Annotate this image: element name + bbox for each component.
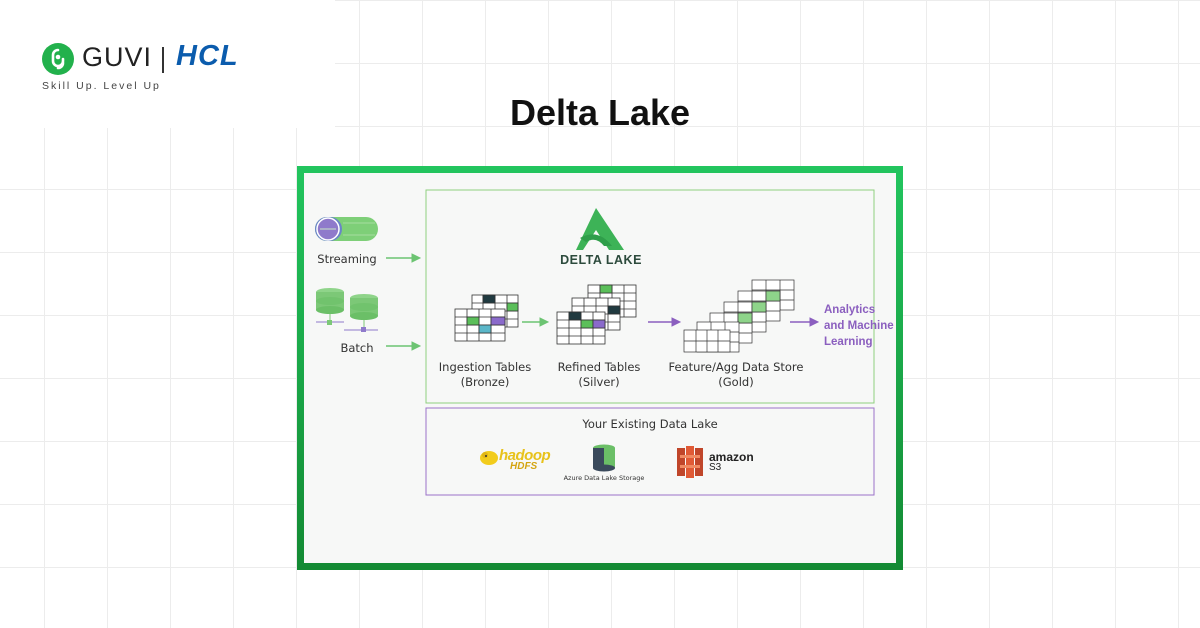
bronze-tier: (Bronze) bbox=[460, 375, 510, 389]
guvi-logo-icon bbox=[42, 43, 74, 75]
gold-table-icon bbox=[683, 279, 795, 353]
analytics-line-1: Analytics bbox=[824, 304, 876, 316]
silver-to-gold-arrow bbox=[648, 317, 682, 327]
analytics-line-3: Learning bbox=[824, 336, 873, 348]
batch-arrow bbox=[386, 341, 422, 351]
silver-table-label: Refined Tables (Silver) bbox=[551, 360, 647, 390]
streaming-icon bbox=[315, 217, 378, 241]
s3-wordmark: S3 bbox=[709, 462, 722, 473]
silver-tier: (Silver) bbox=[578, 375, 620, 389]
hdfs-wordmark: HDFS bbox=[510, 461, 538, 472]
delta-lake-logo-text: DELTA LAKE bbox=[560, 253, 642, 267]
existing-data-lake-title: Your Existing Data Lake bbox=[582, 417, 718, 431]
bronze-table-name: Ingestion Tables bbox=[438, 360, 532, 374]
existing-data-lake-box bbox=[425, 407, 875, 496]
silver-table-name: Refined Tables bbox=[557, 360, 641, 374]
gold-table-name: Feature/Agg Data Store bbox=[668, 360, 804, 374]
batch-label: Batch bbox=[340, 341, 374, 355]
gold-tier: (Gold) bbox=[718, 375, 754, 389]
hadoop-wordmark: hadoop bbox=[499, 447, 551, 464]
hcl-wordmark: HCL bbox=[176, 40, 239, 72]
bronze-table-label: Ingestion Tables (Bronze) bbox=[436, 360, 534, 390]
gold-to-analytics-arrow bbox=[790, 317, 820, 327]
guvi-wordmark: GUVI bbox=[82, 42, 153, 72]
logo-divider bbox=[162, 47, 164, 73]
amazon-s3-icon bbox=[677, 446, 703, 478]
azure-data-lake-icon bbox=[593, 444, 615, 472]
brand-tagline: Skill Up. Level Up bbox=[42, 80, 161, 92]
amazon-wordmark: amazon bbox=[709, 450, 754, 464]
gold-table-label: Feature/Agg Data Store (Gold) bbox=[666, 360, 806, 390]
batch-database-icon bbox=[316, 288, 378, 332]
bronze-to-silver-arrow bbox=[522, 317, 550, 327]
brand-logo[interactable]: GUVI HCL Skill Up. Level Up bbox=[0, 0, 335, 128]
hadoop-elephant-icon bbox=[480, 451, 498, 465]
analytics-ml-label: Analytics and Machine Learning bbox=[824, 302, 894, 350]
azure-data-lake-label: Azure Data Lake Storage bbox=[563, 474, 645, 482]
streaming-label: Streaming bbox=[317, 252, 377, 266]
analytics-line-2: and Machine bbox=[824, 320, 894, 332]
bronze-table-icon bbox=[454, 294, 519, 342]
streaming-arrow bbox=[386, 253, 422, 263]
silver-table-icon bbox=[556, 284, 637, 345]
page-title: Delta Lake bbox=[509, 92, 691, 133]
delta-lake-logo-icon bbox=[576, 208, 624, 250]
